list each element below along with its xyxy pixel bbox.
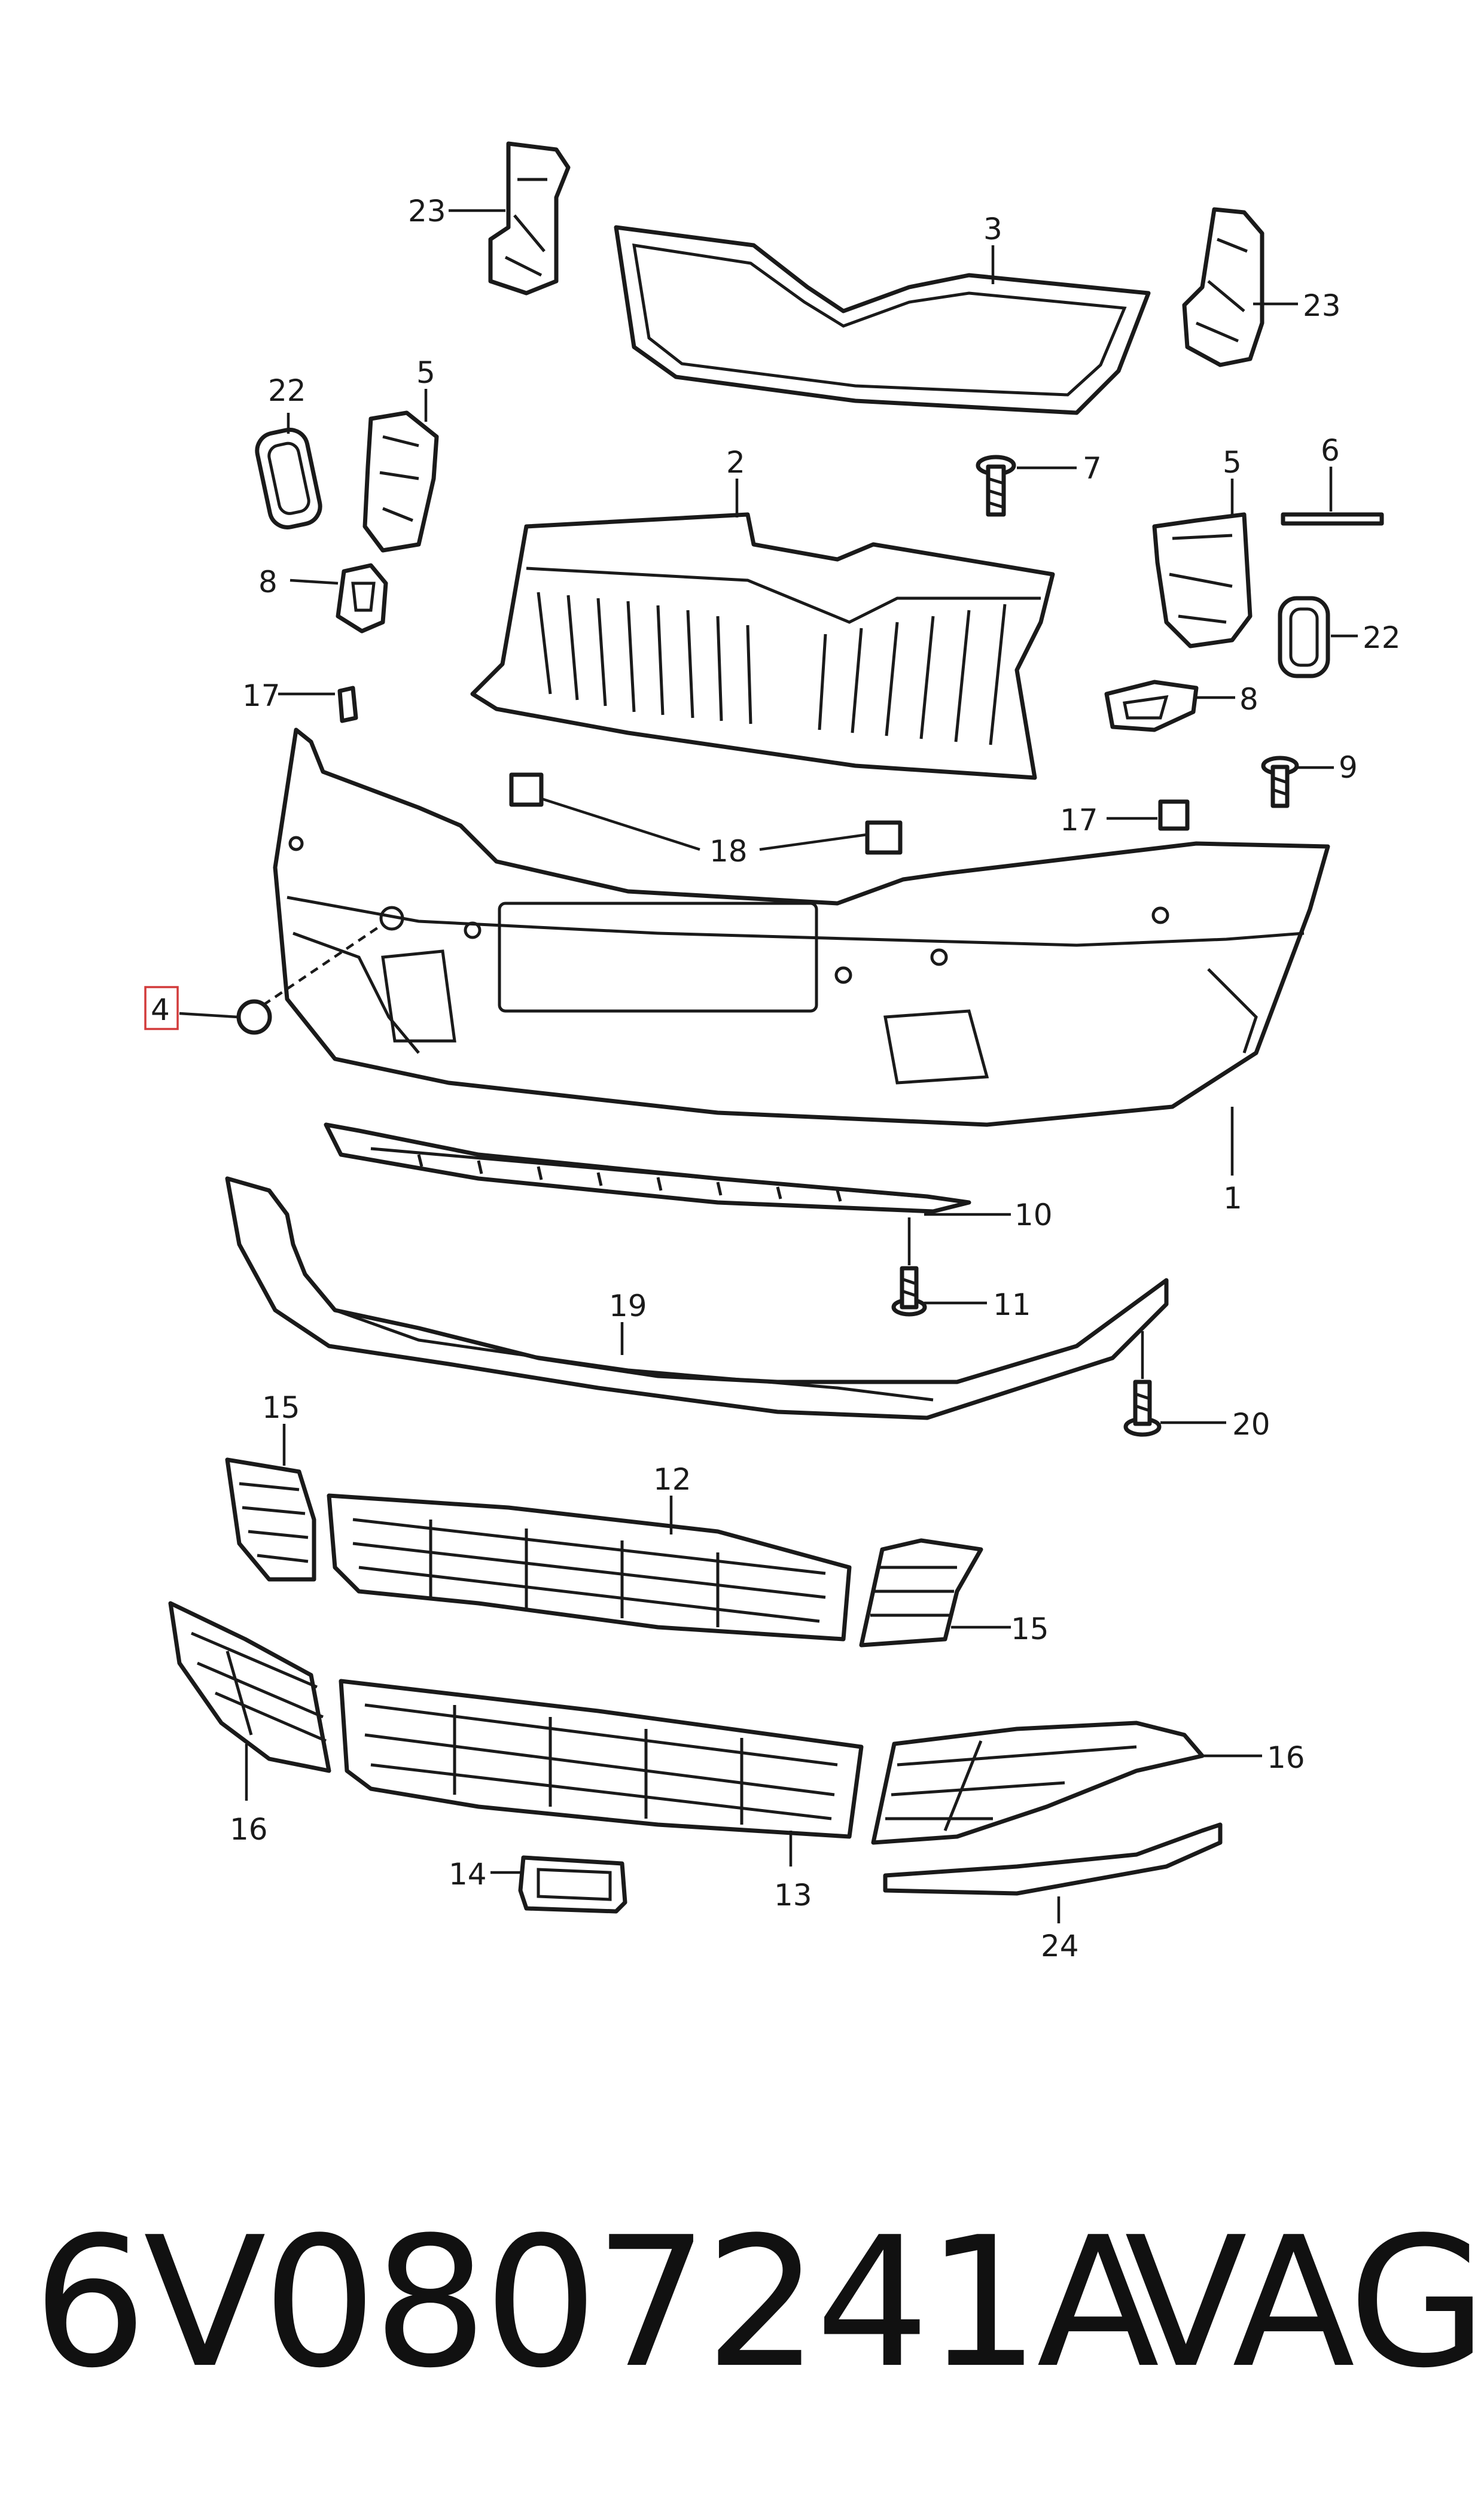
part-5-right-bracket <box>1152 479 1253 648</box>
label-4: 4 <box>151 992 170 1027</box>
label-16-right: 16 <box>1267 1740 1305 1775</box>
label-8-left: 8 <box>258 565 278 599</box>
part-8-right-bezel <box>1104 680 1235 732</box>
part-17-left-clip <box>278 686 358 723</box>
label-4-highlight-box <box>144 986 179 1030</box>
part-23-left-bracket <box>449 141 571 296</box>
part-15-right-insert <box>859 1538 1011 1648</box>
part-22-left-seal <box>255 413 322 529</box>
label-18: 18 <box>709 834 748 869</box>
label-19: 19 <box>609 1289 647 1323</box>
part-11-screw <box>891 1217 987 1317</box>
label-5-right: 5 <box>1223 445 1242 480</box>
label-22-right: 22 <box>1363 620 1401 655</box>
label-12: 12 <box>653 1462 691 1497</box>
label-17-left: 17 <box>242 678 281 713</box>
label-24: 24 <box>1041 1929 1079 1963</box>
label-2: 2 <box>726 445 745 480</box>
label-17-right: 17 <box>1060 803 1098 838</box>
part-19-lower-spoiler <box>225 1176 1169 1420</box>
part-13-lower-grille <box>339 1679 864 1867</box>
label-8-right: 8 <box>1239 682 1258 717</box>
part-16-left-fog-bezel <box>168 1601 331 1801</box>
part-14-small-cover <box>490 1855 627 1914</box>
label-6: 6 <box>1321 433 1340 468</box>
label-15-right: 15 <box>1011 1612 1049 1646</box>
label-1: 1 <box>1223 1181 1242 1216</box>
label-13: 13 <box>774 1878 812 1913</box>
part-20-screw <box>1123 1331 1226 1437</box>
label-23-right: 23 <box>1303 288 1341 323</box>
label-23-left: 23 <box>408 194 446 229</box>
part-22-right-seal <box>1278 596 1358 678</box>
part-10-reinforcement-strip <box>324 1122 1011 1216</box>
part-16-right-fog-bezel <box>871 1721 1262 1845</box>
part-7-screw <box>976 455 1077 517</box>
part-2-main-grille <box>470 479 1055 780</box>
part-23-right-bracket <box>1182 207 1298 367</box>
part-number: 6V0807241A <box>33 2199 1159 2407</box>
part-6-strip <box>1281 467 1384 526</box>
label-11: 11 <box>993 1287 1031 1322</box>
part-8-left-bezel <box>290 563 388 634</box>
part-12-center-grille <box>327 1493 852 1642</box>
part-4-tow-hook-cap <box>179 923 384 1035</box>
label-10: 10 <box>1014 1198 1053 1232</box>
label-22-left: 22 <box>268 373 306 408</box>
part-17-right-clip <box>1107 799 1190 831</box>
label-15-left: 15 <box>262 1390 300 1425</box>
label-5-left: 5 <box>416 355 435 390</box>
label-9: 9 <box>1339 750 1358 785</box>
brand-name: VAG <box>1125 2199 1484 2407</box>
part-15-left-insert <box>225 1424 316 1582</box>
part-24-trim-strip <box>883 1822 1223 1923</box>
part-1-bumper-cover <box>273 727 1330 1176</box>
label-16-left: 16 <box>230 1812 268 1847</box>
label-3: 3 <box>983 212 1002 246</box>
part-9-screw <box>1261 756 1334 808</box>
label-14: 14 <box>449 1857 487 1892</box>
part-18-clips <box>509 772 903 855</box>
part-5-left-bracket <box>362 389 439 553</box>
label-7: 7 <box>1083 451 1102 486</box>
label-20: 20 <box>1232 1407 1270 1442</box>
part-3-grille-frame <box>614 225 1151 415</box>
